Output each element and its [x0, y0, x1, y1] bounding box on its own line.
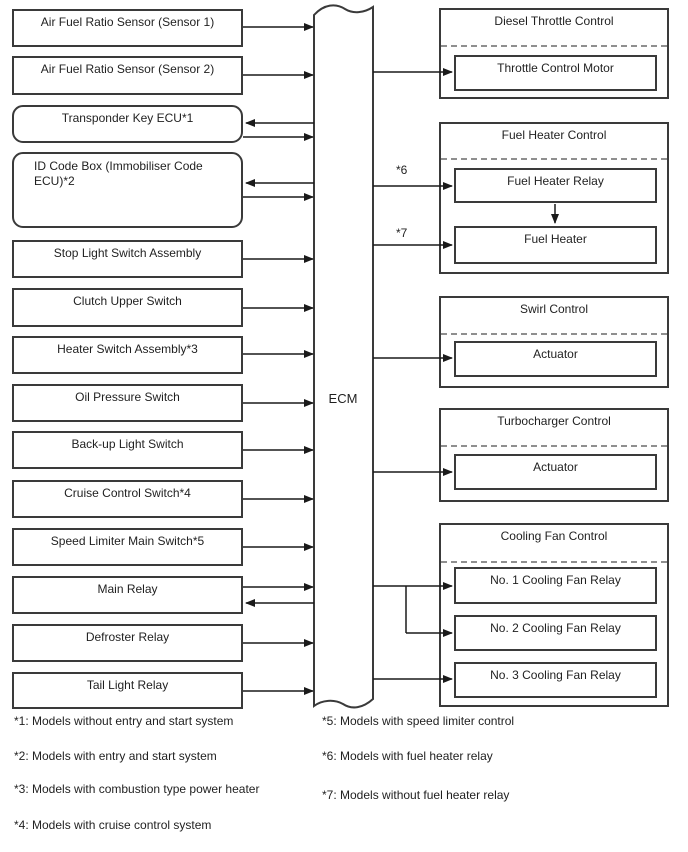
group-title: Turbocharger Control: [497, 414, 611, 428]
inner-box-no3-cooling-fan-relay: No. 3 Cooling Fan Relay: [454, 662, 657, 698]
left-box-defroster-relay: Defroster Relay: [12, 624, 243, 662]
left-box-backup-light-switch: Back-up Light Switch: [12, 431, 243, 469]
footnote-6: *6: Models with fuel heater relay: [322, 749, 493, 763]
annotation-star7: *7: [396, 226, 408, 240]
group-swirl-control: Swirl Control Actuator: [439, 296, 669, 388]
group-title: Cooling Fan Control: [500, 529, 608, 543]
left-box-clutch-upper-switch: Clutch Upper Switch: [12, 288, 243, 327]
ecm-label: ECM: [329, 391, 358, 406]
dashed-separator: [441, 445, 667, 447]
left-box-tail-light-relay: Tail Light Relay: [12, 672, 243, 709]
group-fuel-heater-control: Fuel Heater Control Fuel Heater Relay Fu…: [439, 122, 669, 274]
ecm-box: [313, 4, 374, 709]
left-box-main-relay: Main Relay: [12, 576, 243, 614]
dashed-separator: [441, 45, 667, 47]
group-title: Diesel Throttle Control: [494, 14, 614, 28]
inner-box-turbo-actuator: Actuator: [454, 454, 657, 490]
group-title: Swirl Control: [519, 302, 588, 316]
left-box-air-fuel-ratio-sensor-1: Air Fuel Ratio Sensor (Sensor 1): [12, 9, 243, 47]
left-box-stop-light-switch: Stop Light Switch Assembly: [12, 240, 243, 278]
inner-box-no2-cooling-fan-relay: No. 2 Cooling Fan Relay: [454, 615, 657, 651]
inner-box-fuel-heater: Fuel Heater: [454, 226, 657, 264]
left-box-heater-switch-assembly: Heater Switch Assembly*3: [12, 336, 243, 374]
dashed-separator: [441, 333, 667, 335]
left-connectors: [243, 23, 314, 695]
inner-box-swirl-actuator: Actuator: [454, 341, 657, 377]
annotation-star6: *6: [396, 163, 408, 177]
group-cooling-fan-control: Cooling Fan Control No. 1 Cooling Fan Re…: [439, 523, 669, 707]
left-box-transponder-key-ecu: Transponder Key ECU*1: [12, 105, 243, 143]
inner-box-fuel-heater-relay: Fuel Heater Relay: [454, 168, 657, 203]
left-box-speed-limiter-main-switch: Speed Limiter Main Switch*5: [12, 528, 243, 566]
dashed-separator: [441, 158, 667, 160]
footnote-5: *5: Models with speed limiter control: [322, 714, 515, 728]
footnote-1: *1: Models without entry and start syste…: [14, 714, 234, 728]
footnote-4: *4: Models with cruise control system: [14, 818, 212, 832]
dashed-separator: [441, 561, 667, 563]
left-box-air-fuel-ratio-sensor-2: Air Fuel Ratio Sensor (Sensor 2): [12, 56, 243, 95]
left-box-id-code-box: ID Code Box (Immobiliser Code ECU)*2: [12, 152, 243, 228]
group-diesel-throttle-control: Diesel Throttle Control Throttle Control…: [439, 8, 669, 99]
inner-box-throttle-control-motor: Throttle Control Motor: [454, 55, 657, 91]
left-box-cruise-control-switch: Cruise Control Switch*4: [12, 480, 243, 518]
inner-box-no1-cooling-fan-relay: No. 1 Cooling Fan Relay: [454, 567, 657, 604]
left-box-oil-pressure-switch: Oil Pressure Switch: [12, 384, 243, 422]
footnote-7: *7: Models without fuel heater relay: [322, 788, 510, 802]
footnote-2: *2: Models with entry and start system: [14, 749, 217, 763]
group-turbocharger-control: Turbocharger Control Actuator: [439, 408, 669, 502]
group-title: Fuel Heater Control: [501, 128, 607, 142]
footnote-3: *3: Models with combustion type power he…: [14, 782, 260, 796]
